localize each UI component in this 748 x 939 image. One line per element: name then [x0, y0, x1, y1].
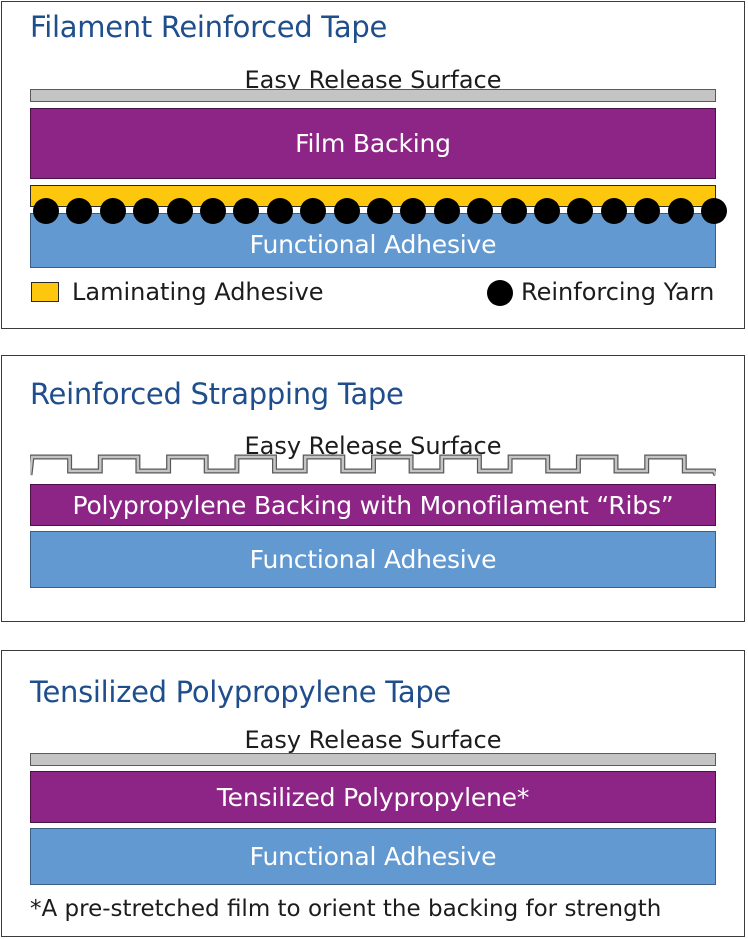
reinforcing-yarn-dot: [367, 198, 393, 224]
polypropylene-backing-layer: Polypropylene Backing with Monofilament …: [30, 484, 716, 526]
functional-adhesive-label: Functional Adhesive: [249, 842, 497, 871]
reinforcing-yarn-dot: [400, 198, 427, 224]
polypropylene-backing-label: Polypropylene Backing with Monofilament …: [72, 490, 674, 520]
functional-adhesive-label: Functional Adhesive: [249, 230, 497, 259]
panel-title: Reinforced Strapping Tape: [30, 377, 404, 411]
reinforcing-yarn-dot: [634, 198, 661, 224]
reinforcing-yarn-dot: [233, 198, 260, 224]
reinforcing-yarn-dot: [166, 198, 193, 224]
reinforcing-yarn-legend-label: Reinforcing Yarn: [521, 278, 715, 306]
reinforcing-yarn-dot: [133, 198, 160, 224]
film-backing-layer: Film Backing: [30, 108, 716, 179]
footnote: *A pre-stretched film to orient the back…: [30, 896, 662, 922]
reinforcing-yarn-dot: [567, 198, 594, 224]
panel-title: Filament Reinforced Tape: [30, 10, 388, 44]
tensilized-polypropylene-layer: Tensilized Polypropylene*: [30, 771, 716, 823]
release-surface-layer: [30, 753, 716, 766]
reinforcing-yarn-dot: [534, 198, 560, 224]
panel-title: Tensilized Polypropylene Tape: [30, 675, 451, 709]
ribbed-release-surface: [30, 454, 716, 477]
reinforcing-yarn-dot: [701, 198, 727, 224]
release-surface-layer: [30, 89, 716, 102]
reinforcing-yarn-dot: [433, 198, 460, 224]
film-backing-label: Film Backing: [295, 129, 451, 158]
reinforcing-yarn-dot: [333, 198, 360, 224]
tensilized-polypropylene-label: Tensilized Polypropylene*: [216, 782, 530, 812]
release-surface-label: Easy Release Surface: [244, 726, 502, 754]
laminating-adhesive-legend-label: Laminating Adhesive: [72, 278, 324, 306]
functional-adhesive-layer: Functional Adhesive: [30, 828, 716, 885]
reinforcing-yarn-dot: [266, 198, 293, 224]
reinforcing-yarn-dot: [66, 198, 93, 224]
reinforcing-yarn-dot: [500, 198, 527, 224]
reinforcing-yarn-dot: [300, 198, 327, 224]
reinforcing-yarn-swatch: [487, 280, 513, 306]
reinforcing-yarn-dot: [33, 198, 59, 224]
laminating-adhesive-swatch: [31, 282, 59, 302]
reinforcing-yarn-dot: [667, 198, 694, 224]
reinforcing-yarn-dot: [200, 198, 226, 224]
functional-adhesive-label: Functional Adhesive: [249, 545, 497, 574]
functional-adhesive-layer: Functional Adhesive: [30, 531, 716, 588]
reinforcing-yarn-dot: [467, 198, 494, 224]
reinforcing-yarn-dot: [99, 198, 126, 224]
reinforcing-yarn-dot: [600, 198, 627, 224]
